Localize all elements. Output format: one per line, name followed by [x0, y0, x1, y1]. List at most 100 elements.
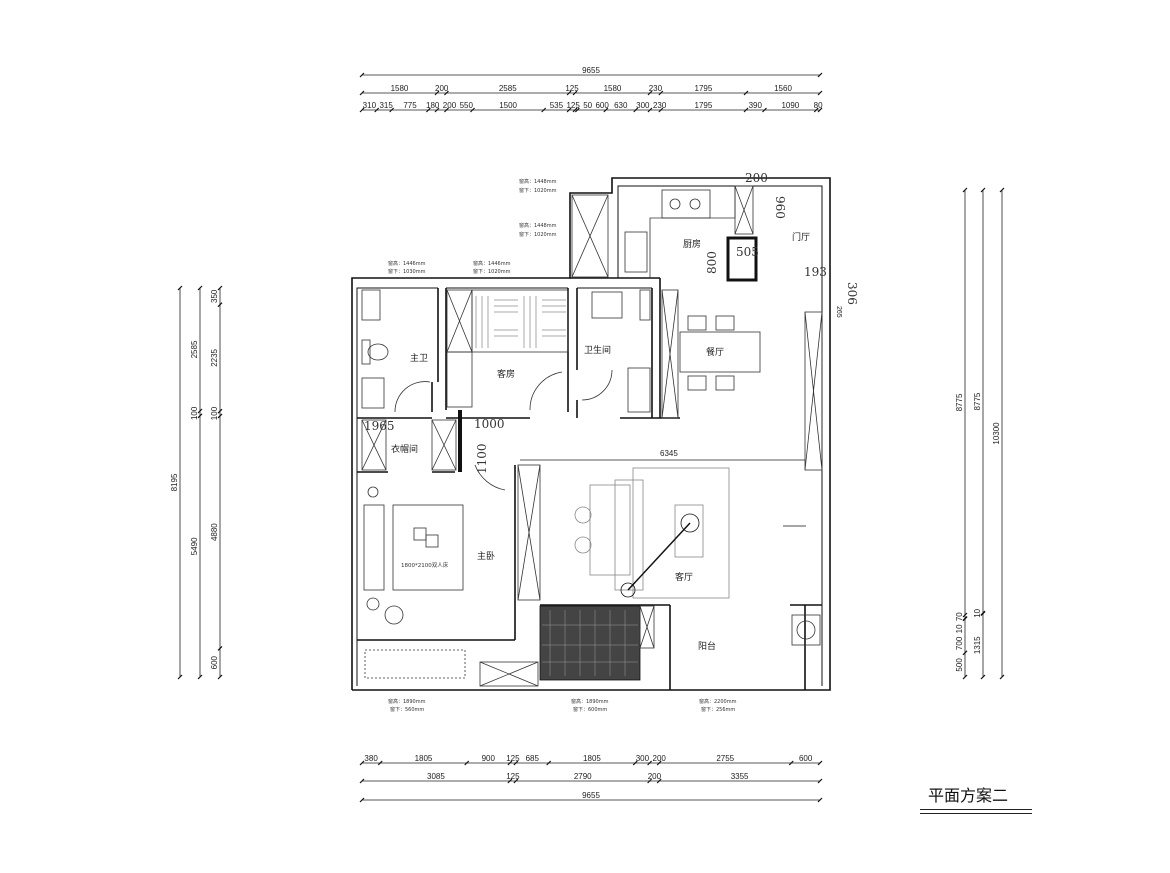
dimension-label: 2585: [499, 84, 517, 93]
dim-960: 960: [773, 196, 787, 219]
window-note-sill: 窗下：600mm: [573, 706, 607, 713]
dimension-label: 500: [955, 658, 964, 672]
window-note-sill: 窗下：1020mm: [519, 187, 557, 194]
window-note-sill: 窗下：1020mm: [473, 268, 511, 275]
window-note-height: 窗高：1890mm: [571, 698, 609, 705]
dimension-label: 80: [814, 101, 823, 110]
window-notes: 窗高：1448mm 窗下：1020mm 窗高：1448mm 窗下：1020mm …: [388, 178, 737, 713]
dimension-label: 200: [653, 754, 667, 763]
window-note-height: 窗高：1448mm: [519, 178, 557, 185]
dimension-tick: [980, 611, 986, 617]
dimension-label: 125: [566, 101, 580, 110]
dimension-label: 1795: [695, 101, 713, 110]
dimension-tick: [470, 107, 475, 113]
dim-6345: 6345: [660, 449, 678, 458]
dimension-tick: [359, 797, 365, 803]
dimension-label: 1580: [391, 84, 409, 93]
dimension-tick: [656, 760, 662, 766]
room-master-bedroom: 主卧: [477, 550, 495, 562]
dimension-tick: [541, 107, 547, 113]
dimension-label: 1805: [415, 754, 433, 763]
dimension-tick: [999, 187, 1005, 193]
dimension-tick: [513, 760, 519, 766]
dimension-tick: [507, 778, 513, 784]
dimension-tick: [603, 107, 609, 113]
dimension-label: 8195: [170, 473, 179, 491]
dimension-label: 50: [583, 101, 592, 110]
room-guest: 客房: [497, 368, 515, 380]
dimension-label: 630: [614, 101, 628, 110]
dim-200: 200: [745, 171, 768, 185]
dimension-tick: [817, 760, 823, 766]
dimension-tick: [374, 107, 380, 113]
dimension-tick: [817, 778, 823, 784]
dimension-tick: [962, 650, 968, 656]
window-note-sill: 窗下：1020mm: [519, 231, 557, 238]
dimension-tick: [217, 413, 223, 419]
room-labels: 主卫 客房 卫生间 餐厅 厨房 门厅 衣帽间 主卧 客厅 阳台 1800*210…: [391, 231, 810, 652]
dimension-tick: [217, 285, 223, 291]
room-balcony: 阳台: [698, 640, 716, 652]
plan-annotations: 6345 1965 1000 1100 505 800 960 200 193 …: [364, 171, 859, 474]
dimension-label: 2235: [210, 348, 219, 366]
dimension-label: 9655: [582, 791, 600, 800]
dimension-tick: [999, 674, 1005, 680]
window-note-height: 窗高：1446mm: [473, 260, 511, 267]
dimension-label: 1315: [973, 636, 982, 654]
room-kitchen: 厨房: [683, 238, 701, 250]
dimension-label: 3355: [731, 772, 749, 781]
dimension-tick: [647, 107, 653, 113]
dimension-tick: [817, 797, 823, 803]
dimension-tick: [507, 760, 513, 766]
window-note-sill: 窗下：256mm: [701, 706, 735, 713]
dimension-tick: [197, 413, 203, 419]
dimension-label: 300: [636, 101, 650, 110]
dimension-tick: [962, 616, 968, 622]
dimension-tick: [513, 778, 519, 784]
dimension-tick: [359, 760, 365, 766]
dimension-label: 200: [435, 84, 449, 93]
dimension-tick: [464, 760, 470, 766]
dim-306: 306: [845, 282, 859, 305]
furniture: [361, 185, 823, 687]
dimension-label: 8775: [955, 393, 964, 411]
dimension-tick: [647, 778, 653, 784]
dimension-label: 310: [363, 101, 377, 110]
dim-1100: 1100: [475, 443, 489, 474]
dimension-label: 1500: [499, 101, 517, 110]
window-note-height: 窗高：1890mm: [388, 698, 426, 705]
dimension-label: 2585: [190, 340, 199, 358]
dimension-label: 180: [426, 101, 440, 110]
dimension-tick: [444, 90, 449, 96]
dimension-tick: [434, 90, 440, 96]
bed-label: 1800*2100双人床: [401, 561, 449, 569]
dimension-label: 1560: [774, 84, 792, 93]
dimension-label: 70: [955, 612, 964, 621]
dim-193: 193: [804, 265, 827, 279]
dimension-tick: [632, 760, 638, 766]
dimension-label: 10300: [992, 422, 1001, 445]
dimension-label: 535: [550, 101, 564, 110]
dimension-tick: [813, 107, 819, 113]
dimension-tick: [743, 90, 749, 96]
dimension-label: 1090: [781, 101, 799, 110]
dimension-label: 1805: [583, 754, 601, 763]
dimension-label: 125: [506, 772, 520, 781]
dimension-tick: [359, 778, 365, 784]
window-note-height: 窗高：2200mm: [699, 698, 737, 705]
dimension-tick: [647, 760, 653, 766]
dimension-label: 550: [460, 101, 474, 110]
dimension-tick: [217, 408, 223, 414]
dimension-label: 200: [648, 772, 662, 781]
dimension-label: 230: [649, 84, 663, 93]
dimension-label: 350: [210, 289, 219, 303]
dimension-tick: [633, 107, 639, 113]
dimension-label: 9655: [582, 66, 600, 75]
dimension-tick: [566, 107, 572, 113]
dimension-label: 2790: [574, 772, 592, 781]
dimension-tick: [656, 778, 662, 784]
room-dining: 餐厅: [706, 346, 724, 358]
room-bathroom: 卫生间: [584, 344, 611, 356]
dimension-tick: [377, 760, 383, 766]
dimension-label: 390: [749, 101, 763, 110]
